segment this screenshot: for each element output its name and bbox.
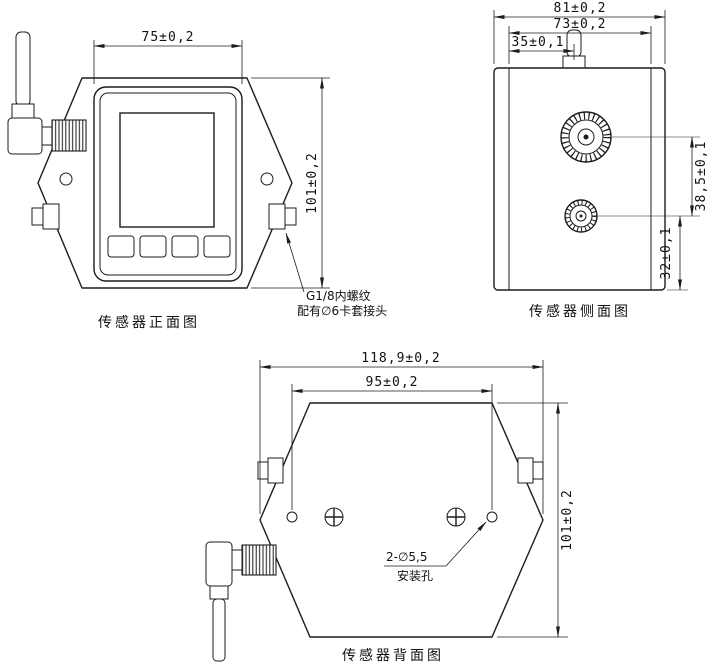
- side-port-small: [564, 199, 598, 233]
- front-mount-hole-left: [59, 172, 73, 186]
- back-overall-width-dimension: 118,9±0,2: [259, 351, 544, 514]
- front-cable: [15, 31, 31, 107]
- back-cable-elbow: [205, 541, 233, 587]
- knurled-nut: [51, 119, 87, 152]
- back-fitting-left: [257, 457, 284, 484]
- back-height-dimension: 101±0,2: [497, 402, 575, 638]
- back-hole-spacing-dimension: 95±0,2: [291, 375, 493, 510]
- side-inner-width-dimension: 73±0,2: [508, 17, 652, 64]
- back-cable-gland: [209, 585, 229, 600]
- back-hole-spacing-label: 95±0,2: [366, 375, 419, 390]
- back-body-outline: [259, 402, 544, 638]
- side-overall-width-label: 81±0,2: [554, 1, 607, 16]
- front-note-line1: G1/8内螺纹: [306, 289, 371, 303]
- side-port-spacing-dimension: 38,5±0,1: [690, 136, 709, 217]
- side-inner-width-label: 73±0,2: [554, 17, 607, 32]
- front-height-dimension: 101±0,2: [251, 77, 330, 289]
- side-cable-offset-dimension: 35±0,1: [508, 35, 575, 60]
- side-overall-width-dimension: 81±0,2: [493, 1, 666, 64]
- back-view: 118,9±0,2 95±0,2 101±0,2 2-∅5,5 安装孔 传感器背…: [205, 351, 575, 664]
- front-cable-nut: [41, 119, 87, 152]
- front-note-line2: 配有∅6卡套接头: [297, 303, 387, 318]
- back-cable-connector: [205, 541, 277, 662]
- front-cable-elbow: [7, 117, 43, 155]
- back-mount-hole-right: [486, 511, 498, 523]
- side-port-to-bottom-dimension: 32±0,1: [659, 215, 682, 291]
- front-button-2: [139, 235, 167, 258]
- back-height-label: 101±0,2: [560, 489, 575, 551]
- knurl-ring: [561, 112, 611, 162]
- back-cable: [212, 598, 226, 662]
- side-port-spacing-label: 38,5±0,1: [694, 141, 709, 212]
- side-view-caption: 传感器侧面图: [529, 303, 631, 320]
- front-fitting-right: [268, 203, 297, 230]
- back-screw-left: [324, 507, 344, 527]
- side-cable-connector: [562, 29, 586, 70]
- side-port-large: [560, 111, 612, 163]
- back-overall-width-label: 118,9±0,2: [361, 351, 440, 366]
- front-button-4: [203, 235, 231, 258]
- front-width-dimension: 75±0,2: [93, 30, 243, 84]
- front-view: 75±0,2 101±0,2 G1/8内螺纹 配有∅6卡套接头 传感器正面图: [7, 30, 387, 331]
- knurl-ring: [565, 200, 597, 232]
- front-buttons: [107, 235, 231, 258]
- front-height-label: 101±0,2: [305, 152, 320, 214]
- front-cable-connector: [7, 31, 43, 155]
- back-note-line1: 2-∅5,5: [386, 550, 428, 564]
- back-view-caption: 传感器背面图: [342, 647, 444, 664]
- back-fitting-right: [517, 457, 544, 484]
- back-note-line2: 安装孔: [397, 568, 433, 583]
- side-body-outline: [493, 67, 666, 291]
- front-thread-note: G1/8内螺纹 配有∅6卡套接头: [285, 232, 387, 318]
- front-view-caption: 传感器正面图: [98, 314, 200, 331]
- side-port-to-bottom-label: 32±0,1: [659, 227, 674, 280]
- back-note-leader-line: [445, 521, 487, 567]
- front-mount-hole-right: [260, 172, 274, 186]
- front-note-leader-line: [285, 232, 305, 293]
- side-cable-offset-label: 35±0,1: [512, 35, 565, 50]
- front-cable-gland: [11, 103, 35, 119]
- front-display-screen: [119, 112, 215, 228]
- front-fitting-left: [31, 203, 60, 230]
- back-screw-right: [446, 507, 466, 527]
- knurled-nut: [241, 544, 277, 576]
- back-mount-hole-left: [286, 511, 298, 523]
- front-width-label: 75±0,2: [142, 30, 195, 45]
- side-view: 81±0,2 73±0,2 35±0,1 38,5±0,1 32±0,1 传感器…: [493, 1, 709, 320]
- back-mount-hole-note: 2-∅5,5 安装孔: [384, 521, 487, 583]
- front-button-1: [107, 235, 135, 258]
- front-button-3: [171, 235, 199, 258]
- front-panel-inner-line: [99, 92, 237, 276]
